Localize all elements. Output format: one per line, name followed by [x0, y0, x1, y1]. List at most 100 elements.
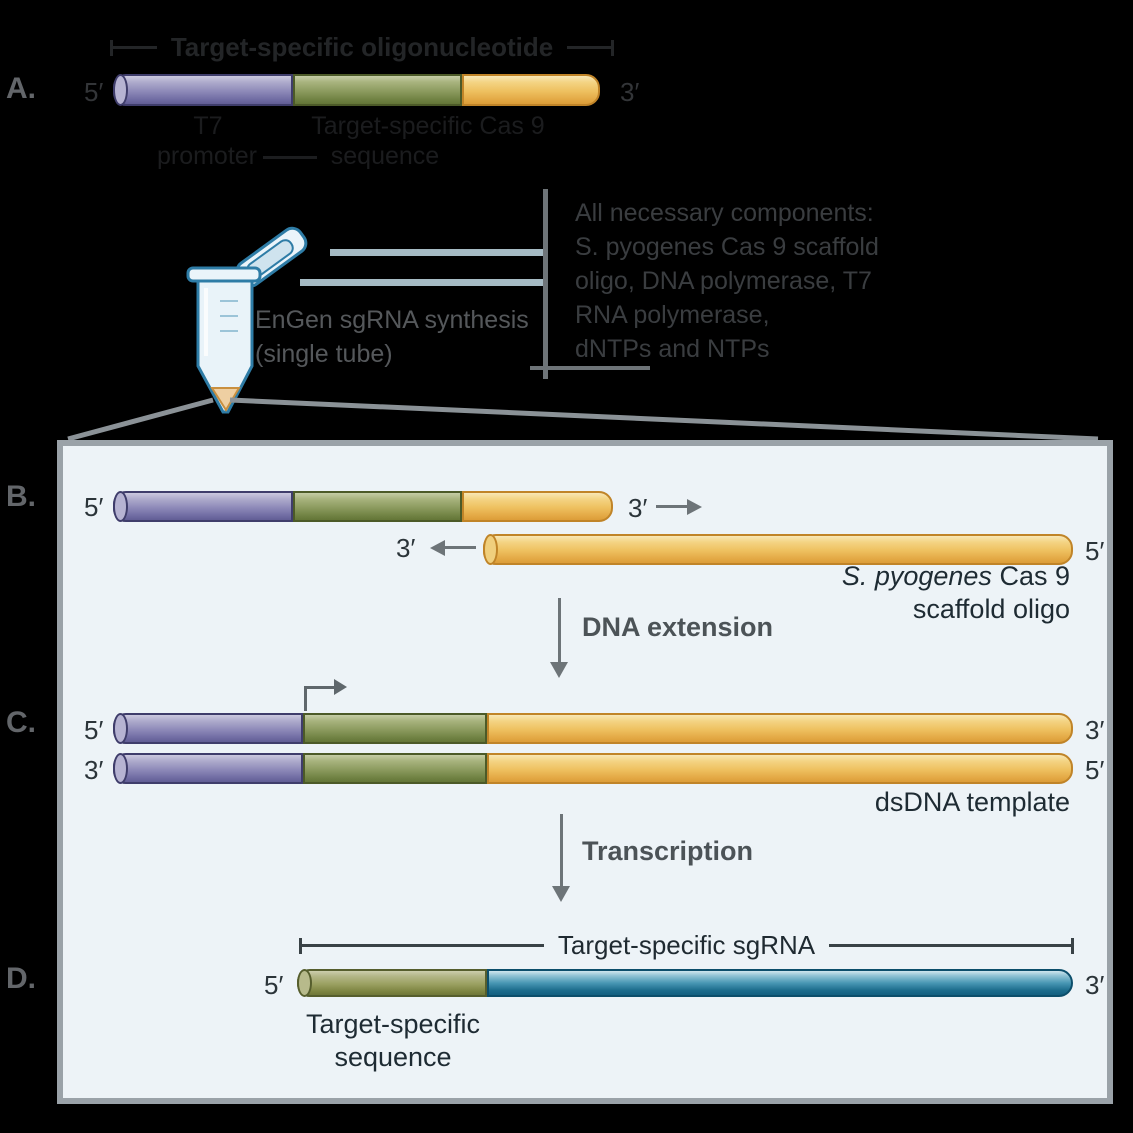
arrow-shaft: [445, 546, 476, 549]
cylinder-cap: [483, 534, 498, 565]
arrow-shaft: [304, 686, 307, 711]
segment-scaffold-rna: [487, 969, 1073, 997]
bracket-line: [113, 46, 157, 49]
tube-icon: [186, 226, 308, 414]
target-oligo-bar-b: [113, 491, 613, 522]
three-prime-label: 3′: [396, 533, 416, 563]
cylinder-cap: [113, 753, 128, 784]
segment-target-sequence: [303, 713, 487, 744]
tube-mix-line1: EnGen sgRNA synthesis: [255, 306, 529, 334]
cylinder-cap: [113, 713, 128, 744]
reagent-line: RNA polymerase,: [575, 301, 770, 329]
reagent-bracket-spine: [543, 189, 548, 379]
segment-t7-promoter: [113, 74, 293, 106]
segment-scaffold: [487, 753, 1073, 784]
reagent-connector-line: [300, 279, 544, 286]
reagent-line: oligo, DNA polymerase, T7: [575, 267, 872, 295]
transcription-label: Transcription: [582, 836, 754, 866]
arrow-head: [687, 498, 702, 515]
dna-extension-arrow: [550, 598, 568, 678]
oligo-bracket: Target-specific oligonucleotide: [110, 32, 615, 63]
arrow-shaft: [656, 505, 687, 508]
reagent-line: S. pyogenes Cas 9 scaffold: [575, 233, 879, 261]
label-leader-line: [263, 156, 317, 159]
transcription-start-arrow: [304, 679, 350, 714]
tube-mix-line2: (single tube): [255, 340, 393, 368]
target-specific-label: Target-specific Cas 9: [311, 112, 545, 140]
three-prime-label: 3′: [1085, 970, 1105, 1000]
t7-label: T7: [193, 112, 223, 140]
segment-scaffold-overlap: [462, 491, 613, 522]
promoter-label: promoter: [156, 142, 258, 170]
three-prime-label: 3′: [628, 493, 648, 523]
cylinder-cap: [297, 969, 312, 997]
bracket-tick: [1071, 937, 1075, 954]
segment-target-sequence: [303, 753, 487, 784]
extension-direction-arrow-right: [656, 498, 702, 515]
target-sequence-label-line2: sequence: [334, 1042, 452, 1072]
dsdna-top-strand: [113, 713, 1073, 744]
sequence-label: sequence: [330, 142, 440, 170]
bracket-tick: [611, 39, 615, 56]
segment-t7-promoter: [113, 753, 303, 784]
scaffold-oligo-bar: [483, 534, 1073, 565]
five-prime-label: 5′: [84, 492, 104, 522]
scaffold-label-line2: scaffold oligo: [912, 594, 1070, 624]
five-prime-label: 5′: [264, 970, 284, 1000]
segment-t7-promoter: [113, 491, 293, 522]
panel-d-letter: D.: [6, 962, 36, 995]
reagent-line: dNTPs and NTPs: [575, 335, 770, 363]
arrow-head: [430, 539, 445, 556]
target-sequence-label-line1: Target-specific: [305, 1009, 481, 1039]
segment-t7-promoter: [113, 713, 303, 744]
bracket-tick: [299, 937, 302, 954]
arrow-head: [550, 662, 568, 678]
arrow-head: [334, 679, 347, 695]
cylinder-cap: [113, 491, 128, 522]
segment-scaffold-oligo: [483, 534, 1073, 565]
dsdna-bottom-strand: [113, 753, 1073, 784]
five-prime-label: 5′: [84, 715, 104, 745]
arrow-shaft: [304, 686, 337, 689]
panel-b-letter: B.: [6, 480, 36, 513]
bracket-line: [829, 944, 1072, 947]
dsdna-template-label: dsDNA template: [874, 787, 1070, 817]
sgrna-bracket: Target-specific sgRNA: [299, 930, 1075, 961]
scaffold-label-rest: Cas 9: [999, 561, 1070, 591]
oligo-bracket-label: Target-specific oligonucleotide: [170, 32, 554, 62]
segment-scaffold: [487, 713, 1073, 744]
transcription-arrow: [552, 814, 570, 902]
reagent-connector-line: [330, 249, 544, 256]
extension-direction-arrow-left: [430, 539, 476, 556]
arrow-shaft: [559, 814, 563, 886]
panel-c-letter: C.: [6, 706, 36, 739]
arrow-shaft: [557, 598, 561, 662]
scaffold-oligo-label: S. pyogenes Cas 9 scaffold oligo: [790, 560, 1070, 626]
sgrna-bar: [297, 969, 1073, 997]
bracket-line: [302, 944, 544, 947]
tube-mix-label: EnGen sgRNA synthesis (single tube): [255, 303, 529, 371]
dna-extension-label: DNA extension: [582, 612, 774, 642]
bracket-line: [567, 46, 612, 49]
five-prime-label: 5′: [1085, 755, 1105, 785]
bracket-tick: [110, 39, 113, 56]
segment-target-sequence: [293, 74, 462, 106]
three-prime-label: 3′: [1085, 715, 1105, 745]
reagent-line: All necessary components:: [575, 199, 874, 227]
segment-scaffold-overlap: [462, 74, 600, 106]
segment-target-sequence: [293, 491, 462, 522]
scaffold-label-line1: S. pyogenes Cas 9: [790, 560, 1070, 593]
segment-target-specific-rna: [297, 969, 487, 997]
five-prime-label: 5′: [1085, 536, 1105, 566]
panel-a-letter: A.: [6, 72, 36, 105]
reagent-bracket-foot: [530, 366, 650, 370]
cylinder-cap: [113, 74, 128, 106]
arrow-head: [552, 886, 570, 902]
three-prime-label: 3′: [84, 755, 104, 785]
three-prime-label: 3′: [620, 77, 640, 107]
sgrna-bracket-label: Target-specific sgRNA: [557, 930, 816, 960]
target-sequence-label: Target-specific sequence: [293, 1008, 493, 1074]
reagent-components-text: All necessary components: S. pyogenes Ca…: [575, 196, 879, 366]
